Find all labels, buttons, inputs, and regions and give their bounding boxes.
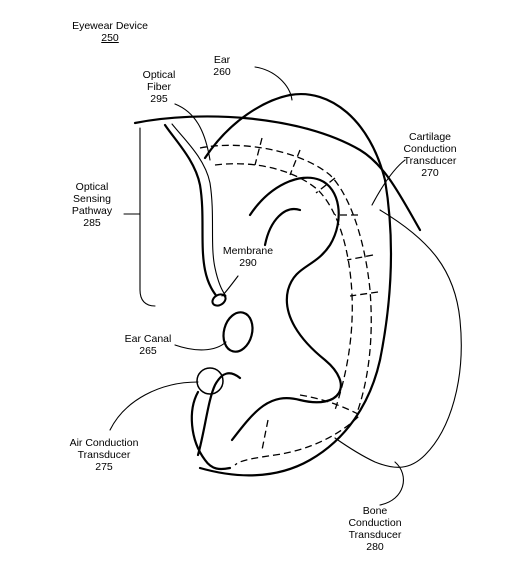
pathway-line3: Pathway xyxy=(71,205,113,217)
ear-canal-opening xyxy=(222,311,254,353)
fiber-line2: Fiber xyxy=(147,81,171,93)
membrane-name: Membrane xyxy=(222,245,274,257)
fiber-number: 295 xyxy=(150,93,168,105)
bone-line1: Bone xyxy=(362,505,388,517)
leader-bone xyxy=(379,461,404,506)
bone-line2: Conduction xyxy=(348,517,402,529)
leader-fiber xyxy=(174,103,211,161)
ear-antihelix xyxy=(230,176,342,442)
cartilage-line2: Conduction xyxy=(403,143,457,155)
ear-lobe-outline xyxy=(334,209,462,468)
ear-upper-fold xyxy=(263,207,302,247)
air-line1: Air Conduction xyxy=(69,437,139,449)
cartilage-transducer-seg-3 xyxy=(315,177,336,194)
optical-fiber-sheath xyxy=(171,123,227,297)
eyewear-number: 250 xyxy=(101,32,119,44)
label-ear-canal: Ear Canal 265 xyxy=(118,333,178,357)
label-optical-sensing-pathway: Optical Sensing Pathway 285 xyxy=(64,181,120,229)
leader-air xyxy=(109,381,199,431)
pathway-line1: Optical xyxy=(75,181,109,193)
bone-line3: Transducer xyxy=(348,529,402,541)
air-conduction-transducer xyxy=(196,367,224,395)
ear-concha xyxy=(196,372,242,457)
cartilage-line3: Transducer xyxy=(403,155,457,167)
label-membrane: Membrane 290 xyxy=(216,245,280,269)
ear-helix-outline xyxy=(198,92,393,477)
air-transducer-cable xyxy=(190,390,232,471)
cartilage-transducer-seg-6 xyxy=(349,291,379,297)
ear-number: 260 xyxy=(213,66,231,78)
cartilage-number: 270 xyxy=(421,167,439,179)
leader-membrane xyxy=(221,275,239,297)
pathway-number: 285 xyxy=(83,217,101,229)
leader-ear xyxy=(254,66,293,101)
cartilage-transducer-seg-5 xyxy=(346,254,374,261)
membrane-number: 290 xyxy=(239,257,257,269)
label-ear: Ear 260 xyxy=(202,54,242,78)
optical-fiber-tip xyxy=(211,293,227,307)
pathway-bracket xyxy=(139,127,156,307)
pathway-line2: Sensing xyxy=(73,193,111,205)
label-air-conduction-transducer: Air Conduction Transducer 275 xyxy=(64,437,144,473)
bone-number: 280 xyxy=(366,541,384,553)
label-eyewear-device: Eyewear Device 250 xyxy=(62,20,158,44)
canal-name: Ear Canal xyxy=(124,333,172,345)
label-optical-fiber: Optical Fiber 295 xyxy=(136,69,182,105)
eyewear-temple-arm xyxy=(133,115,422,232)
label-cartilage-transducer: Cartilage Conduction Transducer 270 xyxy=(398,131,462,179)
bone-transducer-seg xyxy=(261,419,269,451)
air-number: 275 xyxy=(95,461,113,473)
cartilage-transducer-seg-1 xyxy=(254,137,263,166)
cartilage-line1: Cartilage xyxy=(408,131,452,143)
canal-number: 265 xyxy=(139,345,157,357)
leader-cartilage xyxy=(371,159,406,206)
optical-fiber xyxy=(163,123,220,300)
bone-transducer-region xyxy=(234,394,362,466)
cartilage-transducer-seg-2 xyxy=(289,149,301,176)
leader-canal xyxy=(174,341,227,351)
air-line2: Transducer xyxy=(77,449,131,461)
cartilage-transducer-inner-edge xyxy=(199,144,372,411)
fiber-line1: Optical xyxy=(142,69,176,81)
cartilage-transducer-outer-edge xyxy=(214,163,353,411)
ear-name: Ear xyxy=(213,54,231,66)
eyewear-name: Eyewear Device xyxy=(72,20,148,32)
label-bone-conduction-transducer: Bone Conduction Transducer 280 xyxy=(341,505,409,553)
